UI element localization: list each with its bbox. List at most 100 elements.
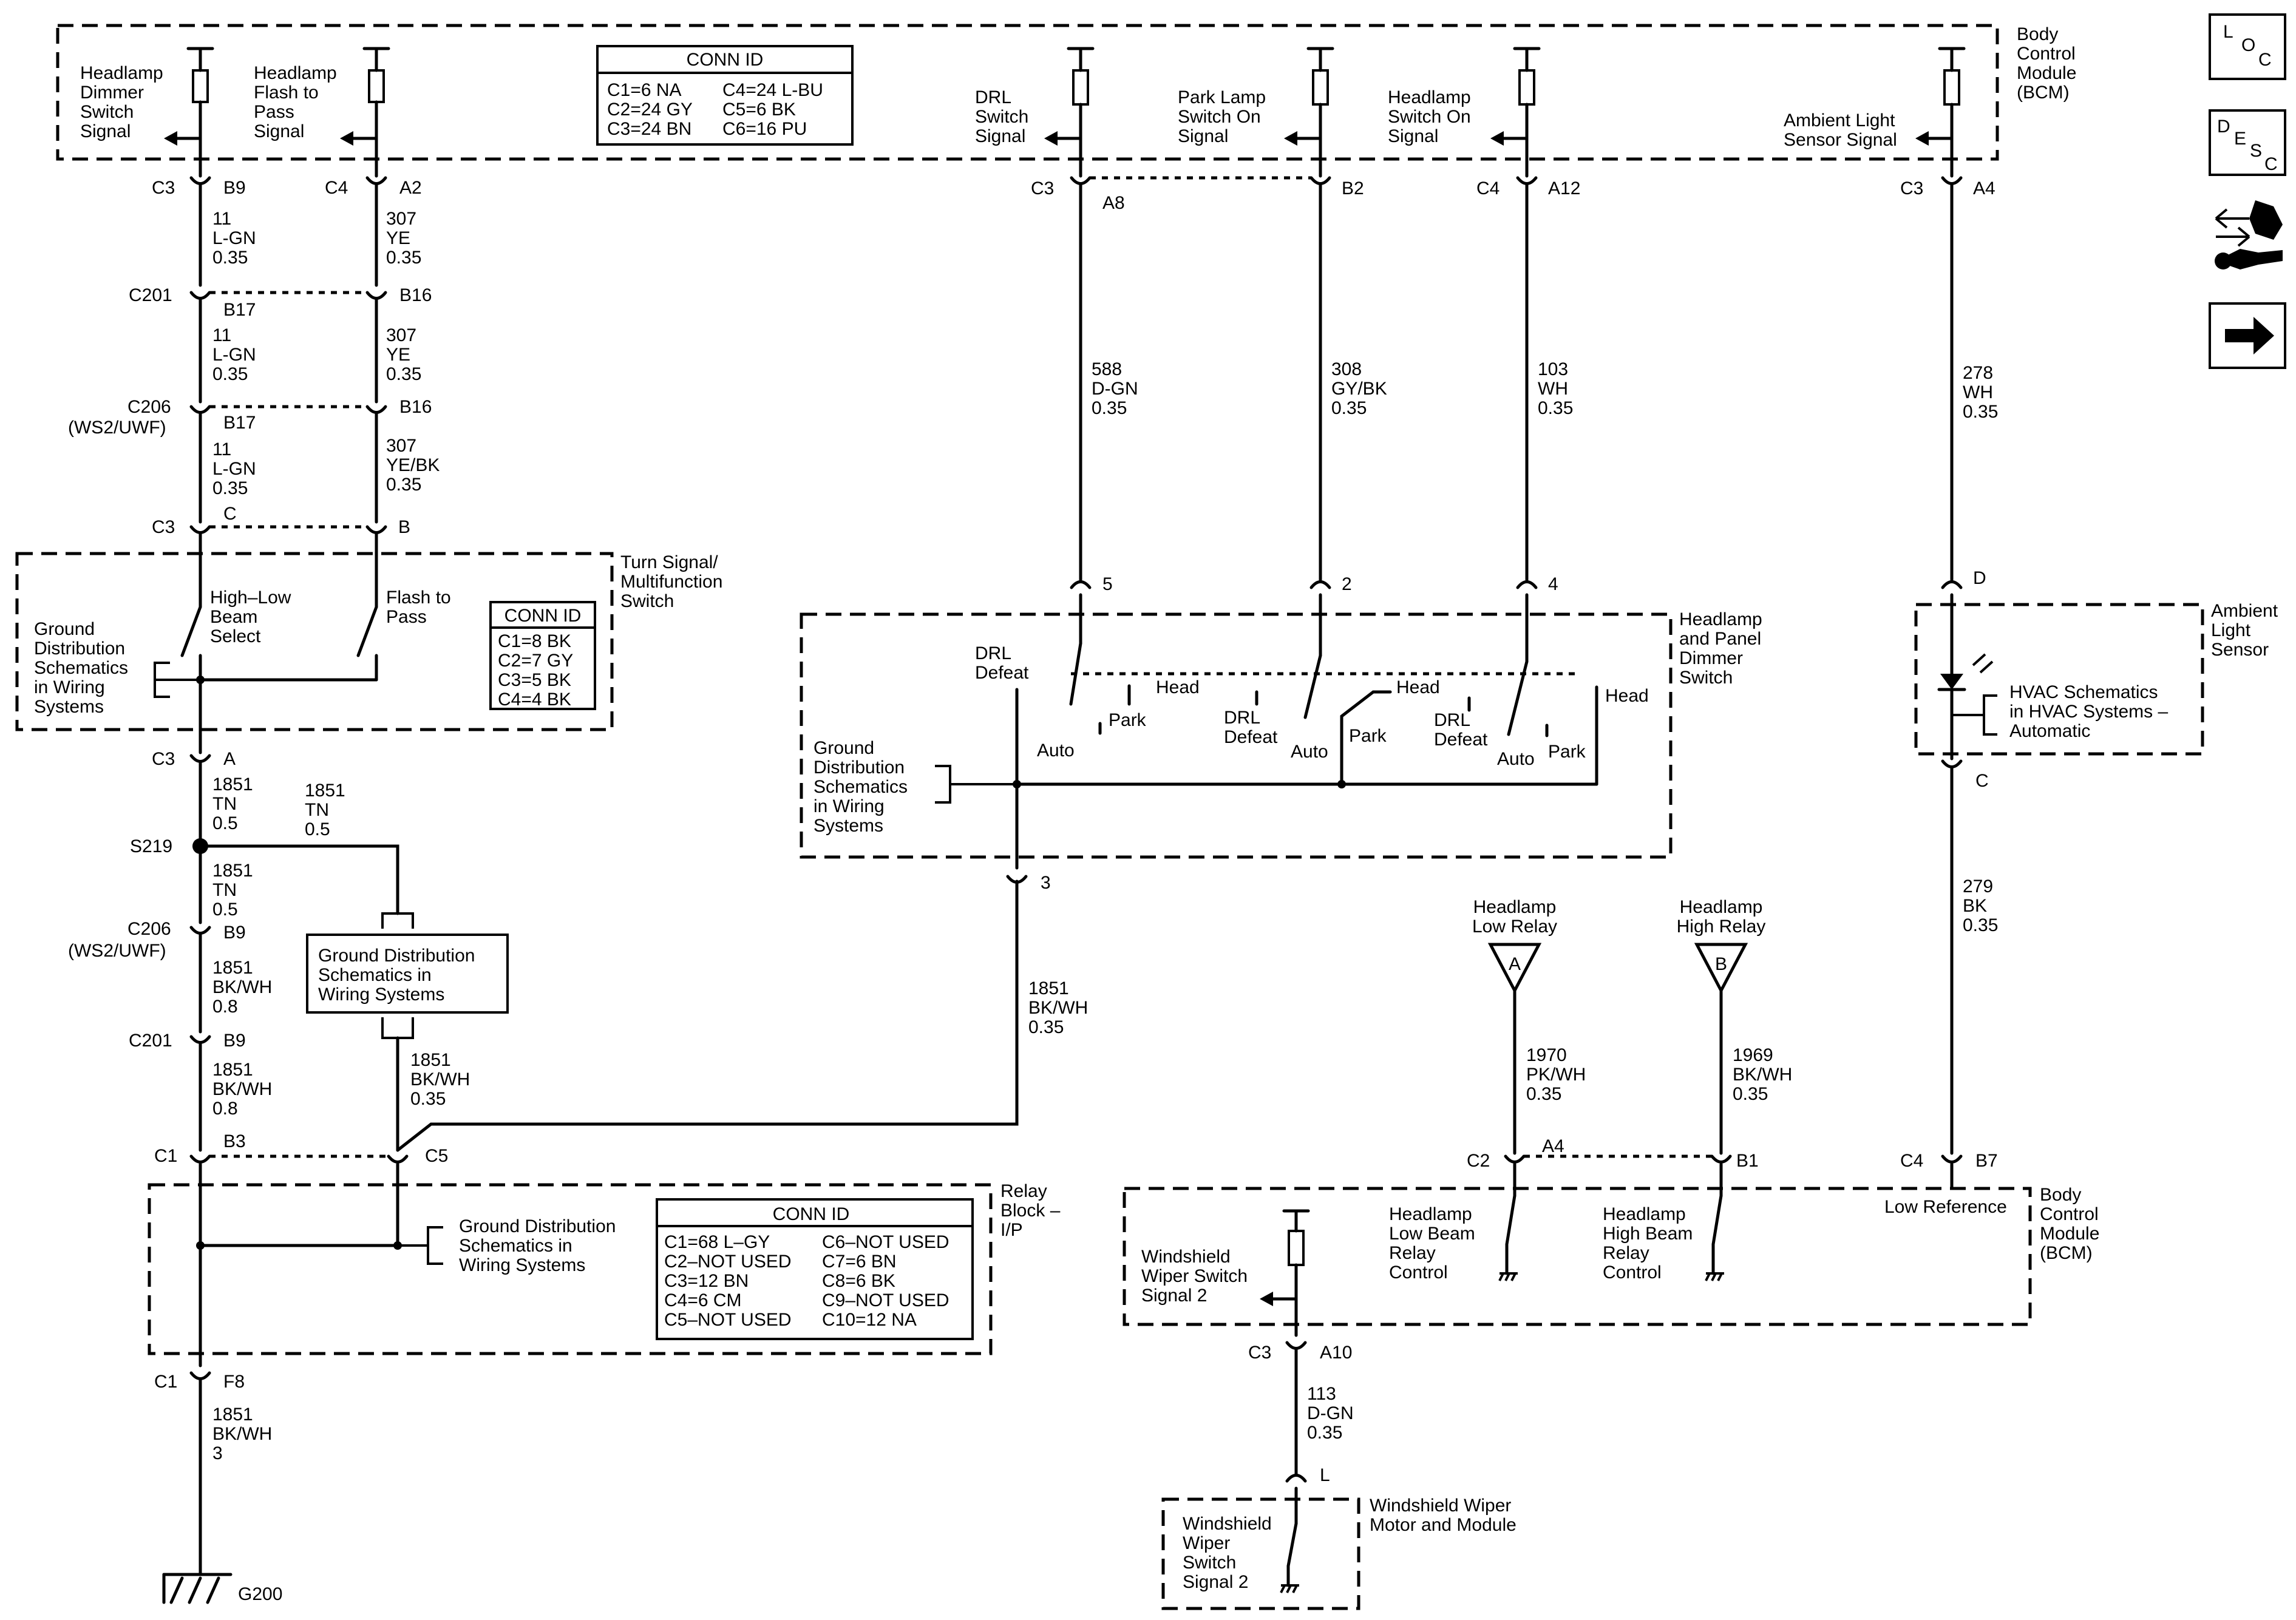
svg-text:C5: C5 (425, 1146, 448, 1166)
svg-text:C201: C201 (129, 285, 172, 305)
svg-text:5: 5 (1102, 574, 1113, 594)
svg-text:C2=7 GY: C2=7 GY (498, 651, 573, 671)
svg-text:B: B (1715, 954, 1727, 974)
svg-text:C1: C1 (154, 1146, 177, 1166)
svg-text:Head: Head (1605, 686, 1649, 706)
svg-text:C1: C1 (154, 1372, 177, 1392)
svg-text:C: C (2258, 50, 2272, 70)
svg-text:CONN ID: CONN ID (504, 606, 582, 626)
svg-text:S: S (2250, 141, 2262, 161)
svg-text:Park: Park (1548, 742, 1586, 762)
svg-text:B: B (398, 517, 410, 537)
svg-text:C: C (2264, 154, 2278, 174)
svg-text:A2: A2 (399, 178, 422, 198)
svg-text:B9: B9 (223, 1031, 246, 1051)
svg-text:C2=24 GY: C2=24 GY (607, 100, 693, 120)
svg-text:C3=5 BK: C3=5 BK (498, 670, 571, 690)
svg-text:C3: C3 (1031, 178, 1054, 198)
svg-text:C5–NOT USED: C5–NOT USED (664, 1310, 792, 1330)
svg-text:(WS2/UWF): (WS2/UWF) (68, 941, 166, 961)
svg-text:C3: C3 (1248, 1343, 1271, 1363)
svg-text:C4=4 BK: C4=4 BK (498, 690, 571, 710)
svg-text:11L-GN0.35: 11L-GN0.35 (212, 209, 256, 268)
svg-text:CONN ID: CONN ID (687, 50, 764, 70)
svg-text:C10=12 NA: C10=12 NA (822, 1310, 917, 1330)
svg-text:(WS2/UWF): (WS2/UWF) (68, 418, 166, 438)
svg-text:C8=6 BK: C8=6 BK (822, 1271, 895, 1291)
svg-text:L: L (2223, 22, 2233, 42)
svg-text:3: 3 (1041, 873, 1051, 893)
svg-text:C5=6 BK: C5=6 BK (722, 100, 796, 120)
svg-text:C206: C206 (127, 919, 171, 939)
svg-text:C1=8 BK: C1=8 BK (498, 631, 571, 651)
svg-text:S219: S219 (130, 836, 172, 856)
svg-text:B17: B17 (223, 300, 256, 320)
svg-text:C6–NOT USED: C6–NOT USED (822, 1232, 949, 1252)
repair-tools-icon[interactable] (2215, 200, 2283, 269)
svg-text:Auto: Auto (1037, 741, 1075, 761)
svg-text:Auto: Auto (1291, 742, 1328, 762)
location-view-button[interactable]: LOC (2209, 13, 2286, 80)
svg-text:Park: Park (1349, 726, 1387, 746)
svg-text:Low Reference: Low Reference (1884, 1197, 2007, 1217)
svg-text:B9: B9 (223, 178, 246, 198)
svg-text:C3: C3 (152, 517, 175, 537)
svg-text:C4: C4 (1476, 178, 1500, 198)
svg-text:C201: C201 (129, 1031, 172, 1051)
svg-text:B1: B1 (1736, 1151, 1759, 1171)
svg-text:CONN ID: CONN ID (773, 1204, 850, 1224)
svg-text:C4: C4 (325, 178, 348, 198)
svg-text:C: C (223, 504, 237, 524)
svg-text:2: 2 (1342, 574, 1352, 594)
svg-text:B7: B7 (1975, 1151, 1998, 1171)
svg-text:C4: C4 (1900, 1151, 1923, 1171)
svg-text:C4=24 L-BU: C4=24 L-BU (722, 80, 823, 100)
svg-text:A: A (1509, 954, 1521, 974)
svg-text:C1=68 L–GY: C1=68 L–GY (664, 1232, 770, 1252)
next-page-arrow-button[interactable] (2209, 302, 2286, 369)
svg-text:B17: B17 (223, 413, 256, 433)
svg-text:C3=24 BN: C3=24 BN (607, 119, 691, 139)
